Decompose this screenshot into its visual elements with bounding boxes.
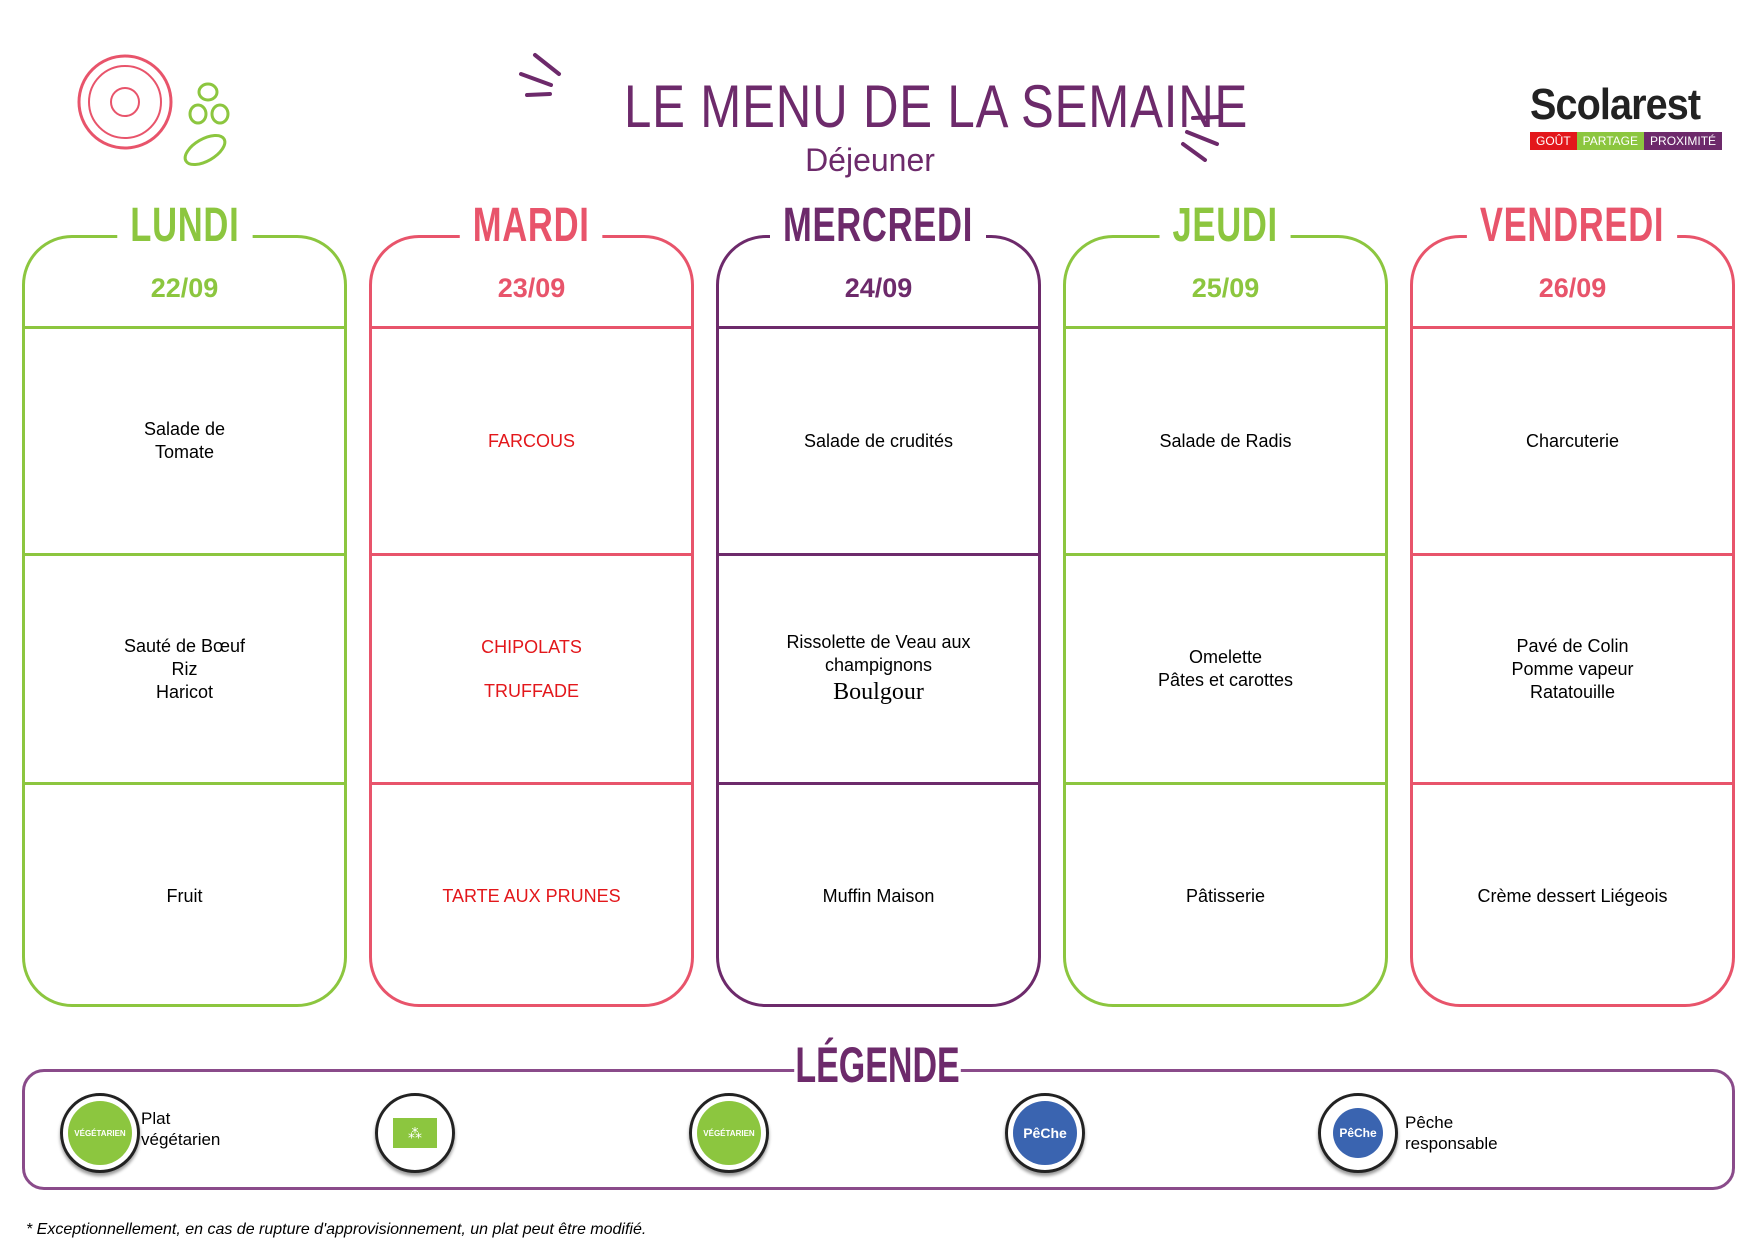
menu-item: Muffin Maison bbox=[822, 885, 935, 906]
menu-item: Charcuterie bbox=[1525, 430, 1620, 451]
menu-item: Pomme vapeur bbox=[1511, 658, 1634, 679]
legend-title: LÉGENDE bbox=[794, 1036, 961, 1094]
menu-item: Riz bbox=[171, 658, 198, 679]
menu-starter: Salade de Tomate bbox=[25, 326, 344, 553]
organic-eu-leaf-icon: ⁂ bbox=[375, 1093, 455, 1173]
menu-starter: Salade de Radis bbox=[1066, 326, 1385, 553]
page-title: LE MENU DE LA SEMAINE bbox=[624, 73, 1249, 140]
menu-main: CHIPOLATS TRUFFADE bbox=[372, 553, 691, 782]
menu-item: Tomate bbox=[154, 442, 215, 462]
menu-starter: Salade de crudités bbox=[719, 326, 1038, 553]
day-date: 23/09 bbox=[497, 273, 566, 303]
menu-dessert: Muffin Maison bbox=[719, 782, 1038, 1007]
menu-item: Haricot bbox=[155, 681, 213, 702]
day-date: 22/09 bbox=[150, 273, 219, 303]
menu-dessert: Fruit bbox=[25, 782, 344, 1007]
day-date: 25/09 bbox=[1191, 273, 1260, 303]
menu-item: Salade de crudités bbox=[803, 430, 954, 451]
responsible-fishing-icon: PêChe bbox=[1318, 1093, 1398, 1173]
menu-item: Salade de Radis bbox=[1159, 430, 1292, 451]
menu-item: Crème dessert Liégeois bbox=[1477, 885, 1668, 906]
day-name: MARDI bbox=[460, 198, 603, 253]
menu-dessert: Pâtisserie bbox=[1066, 782, 1385, 1007]
logo-tag: GOÛT bbox=[1530, 132, 1577, 150]
menu-item: CHIPOLATS bbox=[481, 636, 582, 657]
menu-item: Pavé de Colin bbox=[1516, 635, 1629, 656]
menu-item: Omelette bbox=[1188, 647, 1263, 667]
day-name: JEUDI bbox=[1159, 198, 1292, 253]
legend-label-line: végétarien bbox=[141, 1130, 221, 1149]
menu-starter: Charcuterie bbox=[1413, 326, 1732, 553]
menu-item: Sauté de Bœuf bbox=[123, 635, 246, 656]
legend-label-line: Plat bbox=[141, 1109, 171, 1128]
scolarest-logo: Scolarest GOÛT PARTAGE PROXIMITÉ bbox=[1530, 80, 1735, 150]
day-date: 26/09 bbox=[1538, 273, 1607, 303]
responsible-fishing-icon: PêChe bbox=[1005, 1093, 1085, 1173]
legend-label: Plat végétarien bbox=[141, 1108, 220, 1150]
menu-item: Boulgour bbox=[833, 679, 924, 705]
menu-dessert: Crème dessert Liégeois bbox=[1413, 782, 1732, 1007]
menu-item: Pâtisserie bbox=[1185, 885, 1266, 906]
menu-item: Pâtes et carottes bbox=[1157, 670, 1294, 690]
food-illustration-icon bbox=[77, 54, 230, 167]
legend-label-line: Pêche bbox=[1405, 1113, 1454, 1132]
legend-label: Pêche responsable bbox=[1405, 1112, 1498, 1154]
menu-item: Salade de bbox=[143, 419, 226, 439]
logo-tag: PARTAGE bbox=[1576, 132, 1645, 150]
menu-item: TARTE AUX PRUNES bbox=[442, 885, 621, 906]
menu-dessert: TARTE AUX PRUNES bbox=[372, 782, 691, 1007]
menu-starter: FARCOUS bbox=[372, 326, 691, 553]
day-date: 24/09 bbox=[844, 273, 913, 303]
day-name: MERCREDI bbox=[770, 198, 987, 253]
menu-item: TRUFFADE bbox=[483, 680, 579, 701]
menu-item: FARCOUS bbox=[487, 430, 575, 451]
title-decoration-icon bbox=[519, 53, 1220, 162]
vegetarian-icon: VÉGÉTARIEN bbox=[689, 1093, 769, 1173]
menu-item: Ratatouille bbox=[1529, 681, 1616, 702]
logo-name: Scolarest bbox=[1530, 80, 1701, 129]
legend-label-line: responsable bbox=[1405, 1134, 1498, 1153]
menu-item: Rissolette de Veau aux bbox=[786, 632, 971, 652]
footer-note: * Exceptionnellement, en cas de rupture … bbox=[26, 1221, 647, 1238]
vegetarian-icon: VÉGÉTARIEN bbox=[60, 1093, 140, 1173]
day-name: LUNDI bbox=[116, 198, 253, 253]
menu-item: champignons bbox=[824, 655, 933, 675]
menu-item: Fruit bbox=[166, 885, 203, 906]
meal-subtitle: Déjeuner bbox=[805, 142, 935, 178]
logo-tag: PROXIMITÉ bbox=[1644, 132, 1723, 150]
day-name: VENDREDI bbox=[1467, 198, 1678, 253]
